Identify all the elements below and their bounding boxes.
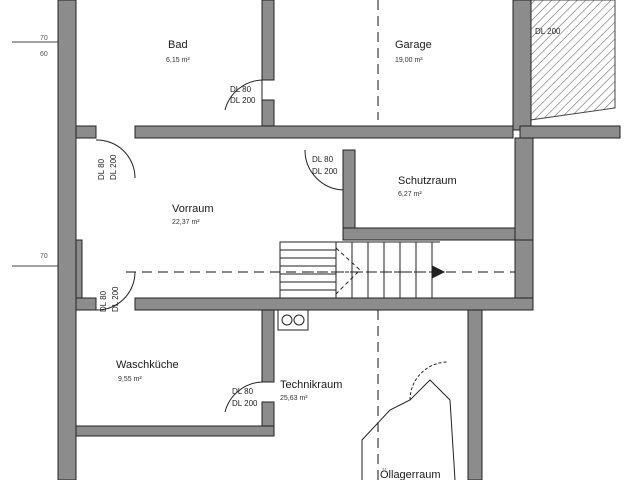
room-name-technikraum: Technikraum xyxy=(280,379,342,391)
door-schutzraum-width: DL 80 xyxy=(312,155,334,164)
room-name-garage: Garage xyxy=(395,39,432,51)
side-label-top-2: 60 xyxy=(40,51,48,58)
side-label-top-1: 70 xyxy=(40,35,48,42)
door-garage-right-height: DL 200 xyxy=(535,27,561,36)
door-left-upper-width: DL 80 xyxy=(97,158,106,180)
room-name-oellagerraum: Öllagerraum xyxy=(380,469,441,480)
staircase xyxy=(279,241,446,299)
door-swings xyxy=(95,79,344,413)
room-name-bad: Bad xyxy=(168,39,188,51)
door-schutzraum-height: DL 200 xyxy=(312,167,338,176)
door-technikraum-height: DL 200 xyxy=(232,399,258,408)
door-bad-width: DL 80 xyxy=(230,85,252,94)
room-area-waschkueche: 9,55 m² xyxy=(118,376,142,383)
door-left-upper-height: DL 200 xyxy=(109,154,118,180)
room-area-bad: 6,15 m² xyxy=(166,57,190,64)
room-area-technikraum: 25,63 m² xyxy=(280,395,308,402)
room-area-garage: 19,00 m² xyxy=(395,57,423,64)
room-name-vorraum: Vorraum xyxy=(172,203,214,215)
side-label-mid: 70 xyxy=(40,253,48,260)
room-name-schutzraum: Schutzraum xyxy=(398,175,457,187)
walls xyxy=(57,0,621,480)
room-name-waschkueche: Waschküche xyxy=(116,359,179,371)
hatched-area xyxy=(529,0,616,121)
oil-tank-outline xyxy=(361,361,456,480)
door-bad-height: DL 200 xyxy=(230,96,256,105)
door-left-lower-height: DL 200 xyxy=(111,286,120,312)
room-area-schutzraum: 6,27 m² xyxy=(398,191,422,198)
boiler-circles xyxy=(277,309,309,331)
door-technikraum-width: DL 80 xyxy=(232,387,254,396)
room-area-vorraum: 22,37 m² xyxy=(172,219,200,226)
door-left-lower-width: DL 80 xyxy=(99,290,108,312)
